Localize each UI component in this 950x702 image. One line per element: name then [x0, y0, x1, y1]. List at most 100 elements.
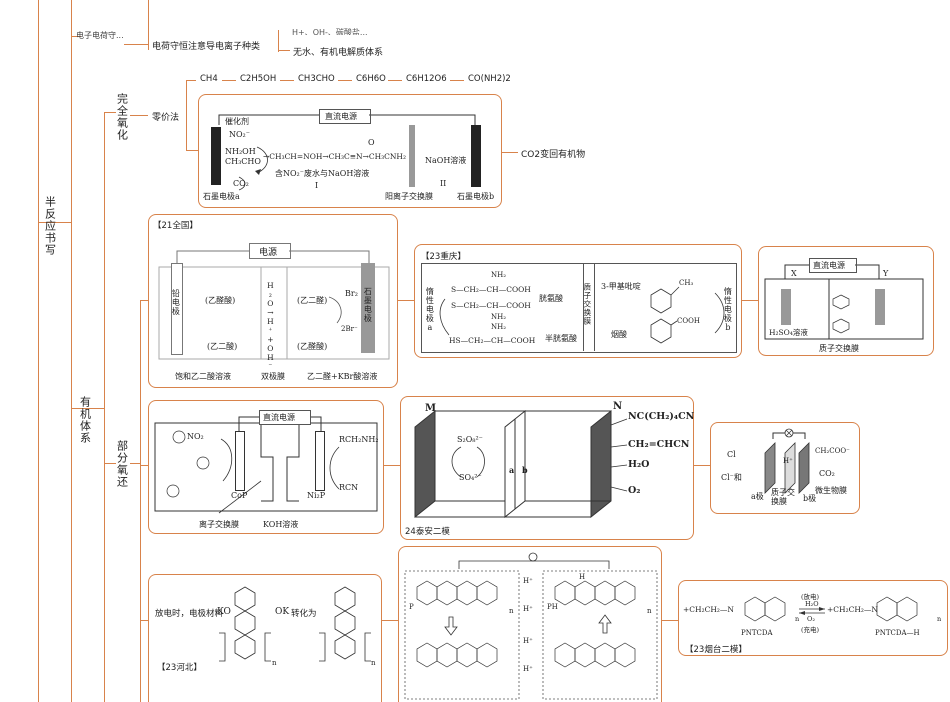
- link-taian-microbe: [694, 465, 710, 466]
- inert-b-label: 惰性电极b: [723, 287, 733, 333]
- panel-co2-cell: 直流电源 催化剂 NO₂⁻ NH₂OH CH₃CHO O →CH₃CH=NOH→…: [198, 94, 502, 208]
- sat-oxalic-label: 饱和乙二酸溶液: [175, 372, 231, 381]
- charge-note-label: 无水、有机电解质体系: [293, 48, 384, 58]
- co2-panel-connector: [186, 150, 198, 151]
- panel-23-yantai: +CH₂CH₂—N n (放电) H₂O O₂ (充电) +CH₂CH₂—N n…: [678, 580, 948, 656]
- charge-top-connector: [71, 36, 81, 37]
- glyoxal-label: (乙二醛): [297, 296, 328, 305]
- co2-power-box: [319, 109, 371, 124]
- branch-nitro: [140, 465, 148, 466]
- organic-connector: [71, 408, 104, 409]
- power-label-21: 电源: [259, 248, 278, 258]
- reaction-chain: →CH₃CH=NOH→CH₃C≡N→CH₃CNH₂: [263, 152, 406, 161]
- phenazine-n-left: n: [509, 607, 514, 615]
- lead-electrode: [171, 263, 183, 355]
- tag-21: 【21全国】: [153, 221, 198, 231]
- nitro-power-box: [259, 410, 311, 425]
- cell-21-frame: [158, 250, 390, 360]
- partial-ox-branch: [140, 300, 141, 702]
- compound-ch3cho: CH3CHO: [298, 74, 335, 84]
- m-label: M: [425, 403, 437, 414]
- co2-product: CO₂: [233, 179, 249, 188]
- nh2oh-label: NH₂OH: [225, 147, 256, 156]
- ni2p-label: Ni₂P: [307, 491, 326, 500]
- cq-cell-frame: [421, 263, 737, 353]
- proton-membrane-label: 质子交换膜: [582, 283, 592, 326]
- partial-ox-label: 部分氧还: [115, 440, 129, 488]
- charge-note-top: H+、OH-、碳酸盐...: [292, 28, 368, 35]
- phenazine-n-right: n: [647, 607, 652, 615]
- zero-valence-connector: [130, 115, 148, 116]
- membrane-b-label: b: [522, 465, 528, 475]
- panel-h2so4-cell: 直流电源 X Y H₂SO₄溶液 质子交换膜: [758, 246, 934, 356]
- branch-23hb: [140, 620, 148, 621]
- panel-23-hebei: 放电时，电极材料 KO OK 转化为 n n 【23河北】: [148, 574, 382, 702]
- link-cq-h2so4: [742, 300, 758, 301]
- co2-label-connector: [502, 152, 518, 153]
- charge-branch-line: [148, 0, 149, 50]
- cq-membrane: [583, 263, 595, 351]
- ok-label: OK: [275, 607, 290, 617]
- compound-row: CH4 C2H5OH CH3CHO C6H6O C6H12O6 CO(NH2)2: [200, 74, 520, 86]
- h2so4-membrane-label: 质子交换膜: [819, 344, 859, 353]
- cl-and-label: Cl⁻和: [721, 473, 742, 482]
- yt-n-left: n: [795, 615, 800, 623]
- compound-sep: [222, 80, 236, 81]
- h-plus-label: H⁺: [783, 457, 793, 465]
- h2so4-wires: [764, 264, 924, 340]
- co2-power-label: 直流电源: [325, 112, 357, 121]
- acetate-label: CH₂COO⁻: [815, 447, 850, 455]
- yt-chain-left: +CH₂CH₂—N: [683, 605, 734, 614]
- n-label: N: [613, 401, 623, 412]
- root-connector: [38, 222, 71, 223]
- h-plus-low: H⁺: [523, 637, 533, 645]
- no2-label: NO₂⁻: [229, 130, 250, 139]
- cq-structures: [439, 286, 725, 344]
- inert-a-label: 惰性电极a: [425, 287, 435, 333]
- compound-c2h5oh: C2H5OH: [240, 74, 277, 84]
- compound-sep: [388, 80, 402, 81]
- root-label: 半反应书写: [43, 196, 57, 256]
- s2o8-label: S₂O₈²⁻: [457, 435, 483, 444]
- phenazine-h: H: [579, 573, 586, 581]
- cystine-chain-2: S—CH₂—CH—COOH: [451, 301, 531, 310]
- partial-ox-connector: [104, 463, 116, 464]
- link-phenazine-yt: [662, 620, 678, 621]
- o2-label-taian: O₂: [628, 485, 641, 496]
- cysteine-chain: HS—CH₂—CH—COOH: [449, 336, 536, 345]
- h2so4-right-electrode: [875, 289, 885, 325]
- branch-21-panel: [140, 300, 148, 301]
- h2so4-left-electrode: [781, 289, 791, 325]
- b-pole-label: b极: [803, 494, 817, 503]
- h2so4-solution-label: H₂SO₄溶液: [769, 328, 808, 337]
- phenazine-structures: [404, 552, 658, 700]
- compound-sep: [338, 80, 352, 81]
- cl-label: Cl: [727, 450, 736, 459]
- co2-cell-wires: [218, 114, 476, 191]
- br-minus-label: 2Br⁻: [341, 325, 358, 333]
- a-pole-label: a极: [751, 492, 764, 501]
- zero-valence-label: 零价法: [152, 113, 180, 123]
- glyoxylic-acid-label: (乙醛酸): [205, 296, 236, 305]
- complete-ox-label: 完全氧化: [115, 93, 129, 141]
- ni2p-electrode: [315, 431, 325, 491]
- h2so4-power-label: 直流电源: [813, 261, 845, 270]
- so4-label: SO₄²⁻: [459, 473, 482, 482]
- nh2-top: NH₂: [491, 271, 507, 279]
- graphite-label-21: 石墨电极: [363, 287, 373, 323]
- ch3-label: CH₃: [679, 279, 694, 287]
- water-label-taian: H₂O: [628, 459, 650, 470]
- panel-24-taian: M N S₂O₈²⁻ SO₄²⁻ a b NC(CH₂)₄CN CH₂=CHCN…: [400, 396, 694, 540]
- cystine-label: 胱氨酸: [539, 294, 563, 303]
- naoh-label: NaOH溶液: [425, 156, 467, 165]
- yt-o2-label: O₂: [807, 615, 815, 623]
- catalyst-label: 催化剂: [225, 117, 249, 126]
- zone1-label: I: [315, 181, 319, 190]
- panel-microbe-cell: Cl Cl⁻和 H⁺ CH₂COO⁻ CO₂ a极 质子交换膜 b极 微生物膜: [710, 422, 860, 514]
- panel-23-chongqing: 【23重庆】 惰性电极a 惰性电极b 质子交换膜 NH₂ S—CH₂—CH—CO…: [414, 244, 742, 358]
- h-plus-top: H⁺: [523, 577, 533, 585]
- microbe-film-label: 微生物膜: [815, 486, 847, 495]
- pntcda-label: PNTCDA: [741, 629, 773, 637]
- ph-label: PH: [547, 603, 558, 611]
- cation-membrane: [409, 125, 415, 187]
